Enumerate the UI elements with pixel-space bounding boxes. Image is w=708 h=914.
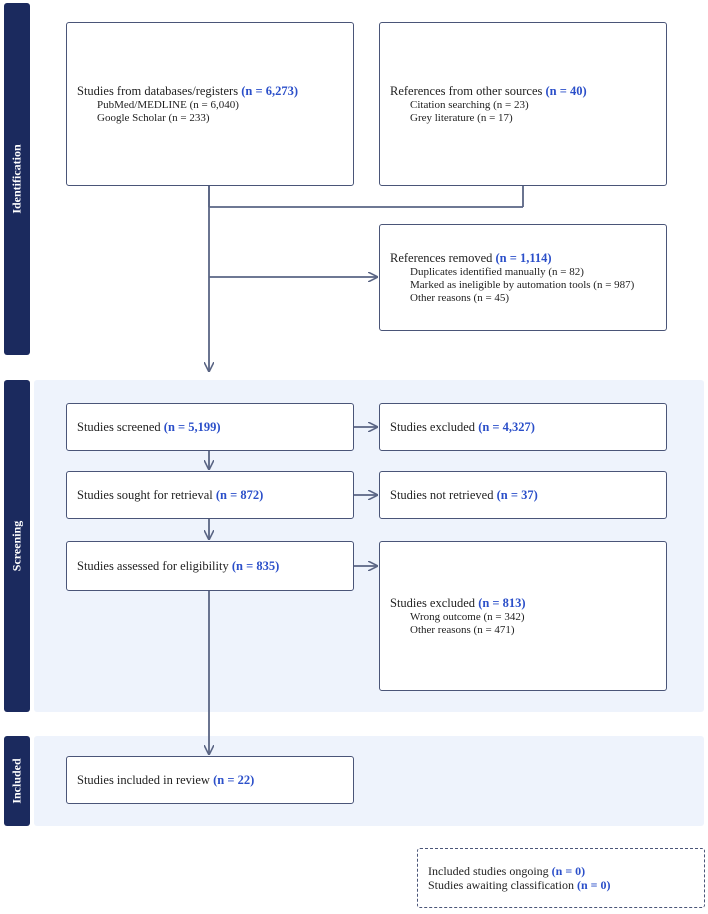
screened-count: (n = 5,199) xyxy=(163,419,221,434)
ongoing-count: (n = 0) xyxy=(551,864,586,878)
included-box: Studies included in review (n = 22) xyxy=(66,756,354,804)
assessed-heading: Studies assessed for eligibility (n = 83… xyxy=(77,559,343,574)
awaiting-line: Studies awaiting classification (n = 0) xyxy=(428,878,694,892)
excluded-elig-box: Studies excluded (n = 813) Wrong outcome… xyxy=(379,541,667,691)
other-sources-count: (n = 40) xyxy=(545,83,587,98)
other-sources-heading: References from other sources (n = 40) xyxy=(390,84,656,99)
not-retrieved-heading: Studies not retrieved (n = 37) xyxy=(390,488,656,503)
excluded-elig-label: Studies excluded xyxy=(390,595,476,610)
not-retrieved-count: (n = 37) xyxy=(496,487,538,502)
sought-box: Studies sought for retrieval (n = 872) xyxy=(66,471,354,519)
databases-label: Studies from databases/registers xyxy=(77,83,239,98)
databases-pubmed: PubMed/MEDLINE (n = 6,040) xyxy=(97,98,239,111)
databases-count: (n = 6,273) xyxy=(241,83,298,98)
databases-heading: Studies from databases/registers (n = 6,… xyxy=(77,84,343,99)
other-sources-citation: Citation searching (n = 23) xyxy=(410,98,529,111)
excluded-screen-label: Studies excluded xyxy=(390,419,476,434)
removed-count: (n = 1,114) xyxy=(495,250,552,265)
excluded-elig-heading: Studies excluded (n = 813) xyxy=(390,596,656,611)
excluded-elig-count: (n = 813) xyxy=(478,595,526,610)
screened-heading: Studies screened (n = 5,199) xyxy=(77,420,343,435)
databases-box: Studies from databases/registers (n = 6,… xyxy=(66,22,354,186)
ongoing-label: Included studies ongoing xyxy=(428,864,549,878)
included-heading: Studies included in review (n = 22) xyxy=(77,773,343,788)
removed-other: Other reasons (n = 45) xyxy=(410,291,510,304)
removed-automation: Marked as ineligible by automation tools… xyxy=(410,278,635,291)
assessed-box: Studies assessed for eligibility (n = 83… xyxy=(66,541,354,591)
assessed-count: (n = 835) xyxy=(231,558,280,573)
phase-label-included-text: Included xyxy=(9,758,24,804)
excluded-screen-count: (n = 4,327) xyxy=(478,419,535,434)
phase-label-identification: Identification xyxy=(4,3,30,355)
screened-label: Studies screened xyxy=(77,419,161,434)
awaiting-count: (n = 0) xyxy=(576,878,611,892)
screened-box: Studies screened (n = 5,199) xyxy=(66,403,354,451)
assessed-label: Studies assessed for eligibility xyxy=(77,558,229,573)
phase-label-identification-text: Identification xyxy=(9,144,24,214)
phase-label-included: Included xyxy=(4,736,30,826)
awaiting-label: Studies awaiting classification xyxy=(428,878,574,892)
excluded-screen-heading: Studies excluded (n = 4,327) xyxy=(390,420,656,435)
sought-label: Studies sought for retrieval xyxy=(77,487,213,502)
sought-heading: Studies sought for retrieval (n = 872) xyxy=(77,488,343,503)
phase-label-screening-text: Screening xyxy=(9,520,24,572)
not-retrieved-label: Studies not retrieved xyxy=(390,487,494,502)
included-label: Studies included in review xyxy=(77,772,210,787)
excluded-screen-box: Studies excluded (n = 4,327) xyxy=(379,403,667,451)
excluded-elig-other: Other reasons (n = 471) xyxy=(410,623,515,636)
other-sources-box: References from other sources (n = 40) C… xyxy=(379,22,667,186)
ongoing-box: Included studies ongoing (n = 0) Studies… xyxy=(417,848,705,908)
databases-google-scholar: Google Scholar (n = 233) xyxy=(97,111,210,124)
not-retrieved-box: Studies not retrieved (n = 37) xyxy=(379,471,667,519)
other-sources-label: References from other sources xyxy=(390,83,543,98)
sought-count: (n = 872) xyxy=(215,487,264,502)
removed-label: References removed xyxy=(390,250,493,265)
other-sources-grey: Grey literature (n = 17) xyxy=(410,111,513,124)
removed-duplicates: Duplicates identified manually (n = 82) xyxy=(410,265,584,278)
ongoing-line: Included studies ongoing (n = 0) xyxy=(428,864,694,878)
removed-box: References removed (n = 1,114) Duplicate… xyxy=(379,224,667,331)
included-count: (n = 22) xyxy=(213,772,255,787)
phase-label-screening: Screening xyxy=(4,380,30,712)
excluded-elig-wrong-outcome: Wrong outcome (n = 342) xyxy=(410,610,525,623)
removed-heading: References removed (n = 1,114) xyxy=(390,251,656,266)
